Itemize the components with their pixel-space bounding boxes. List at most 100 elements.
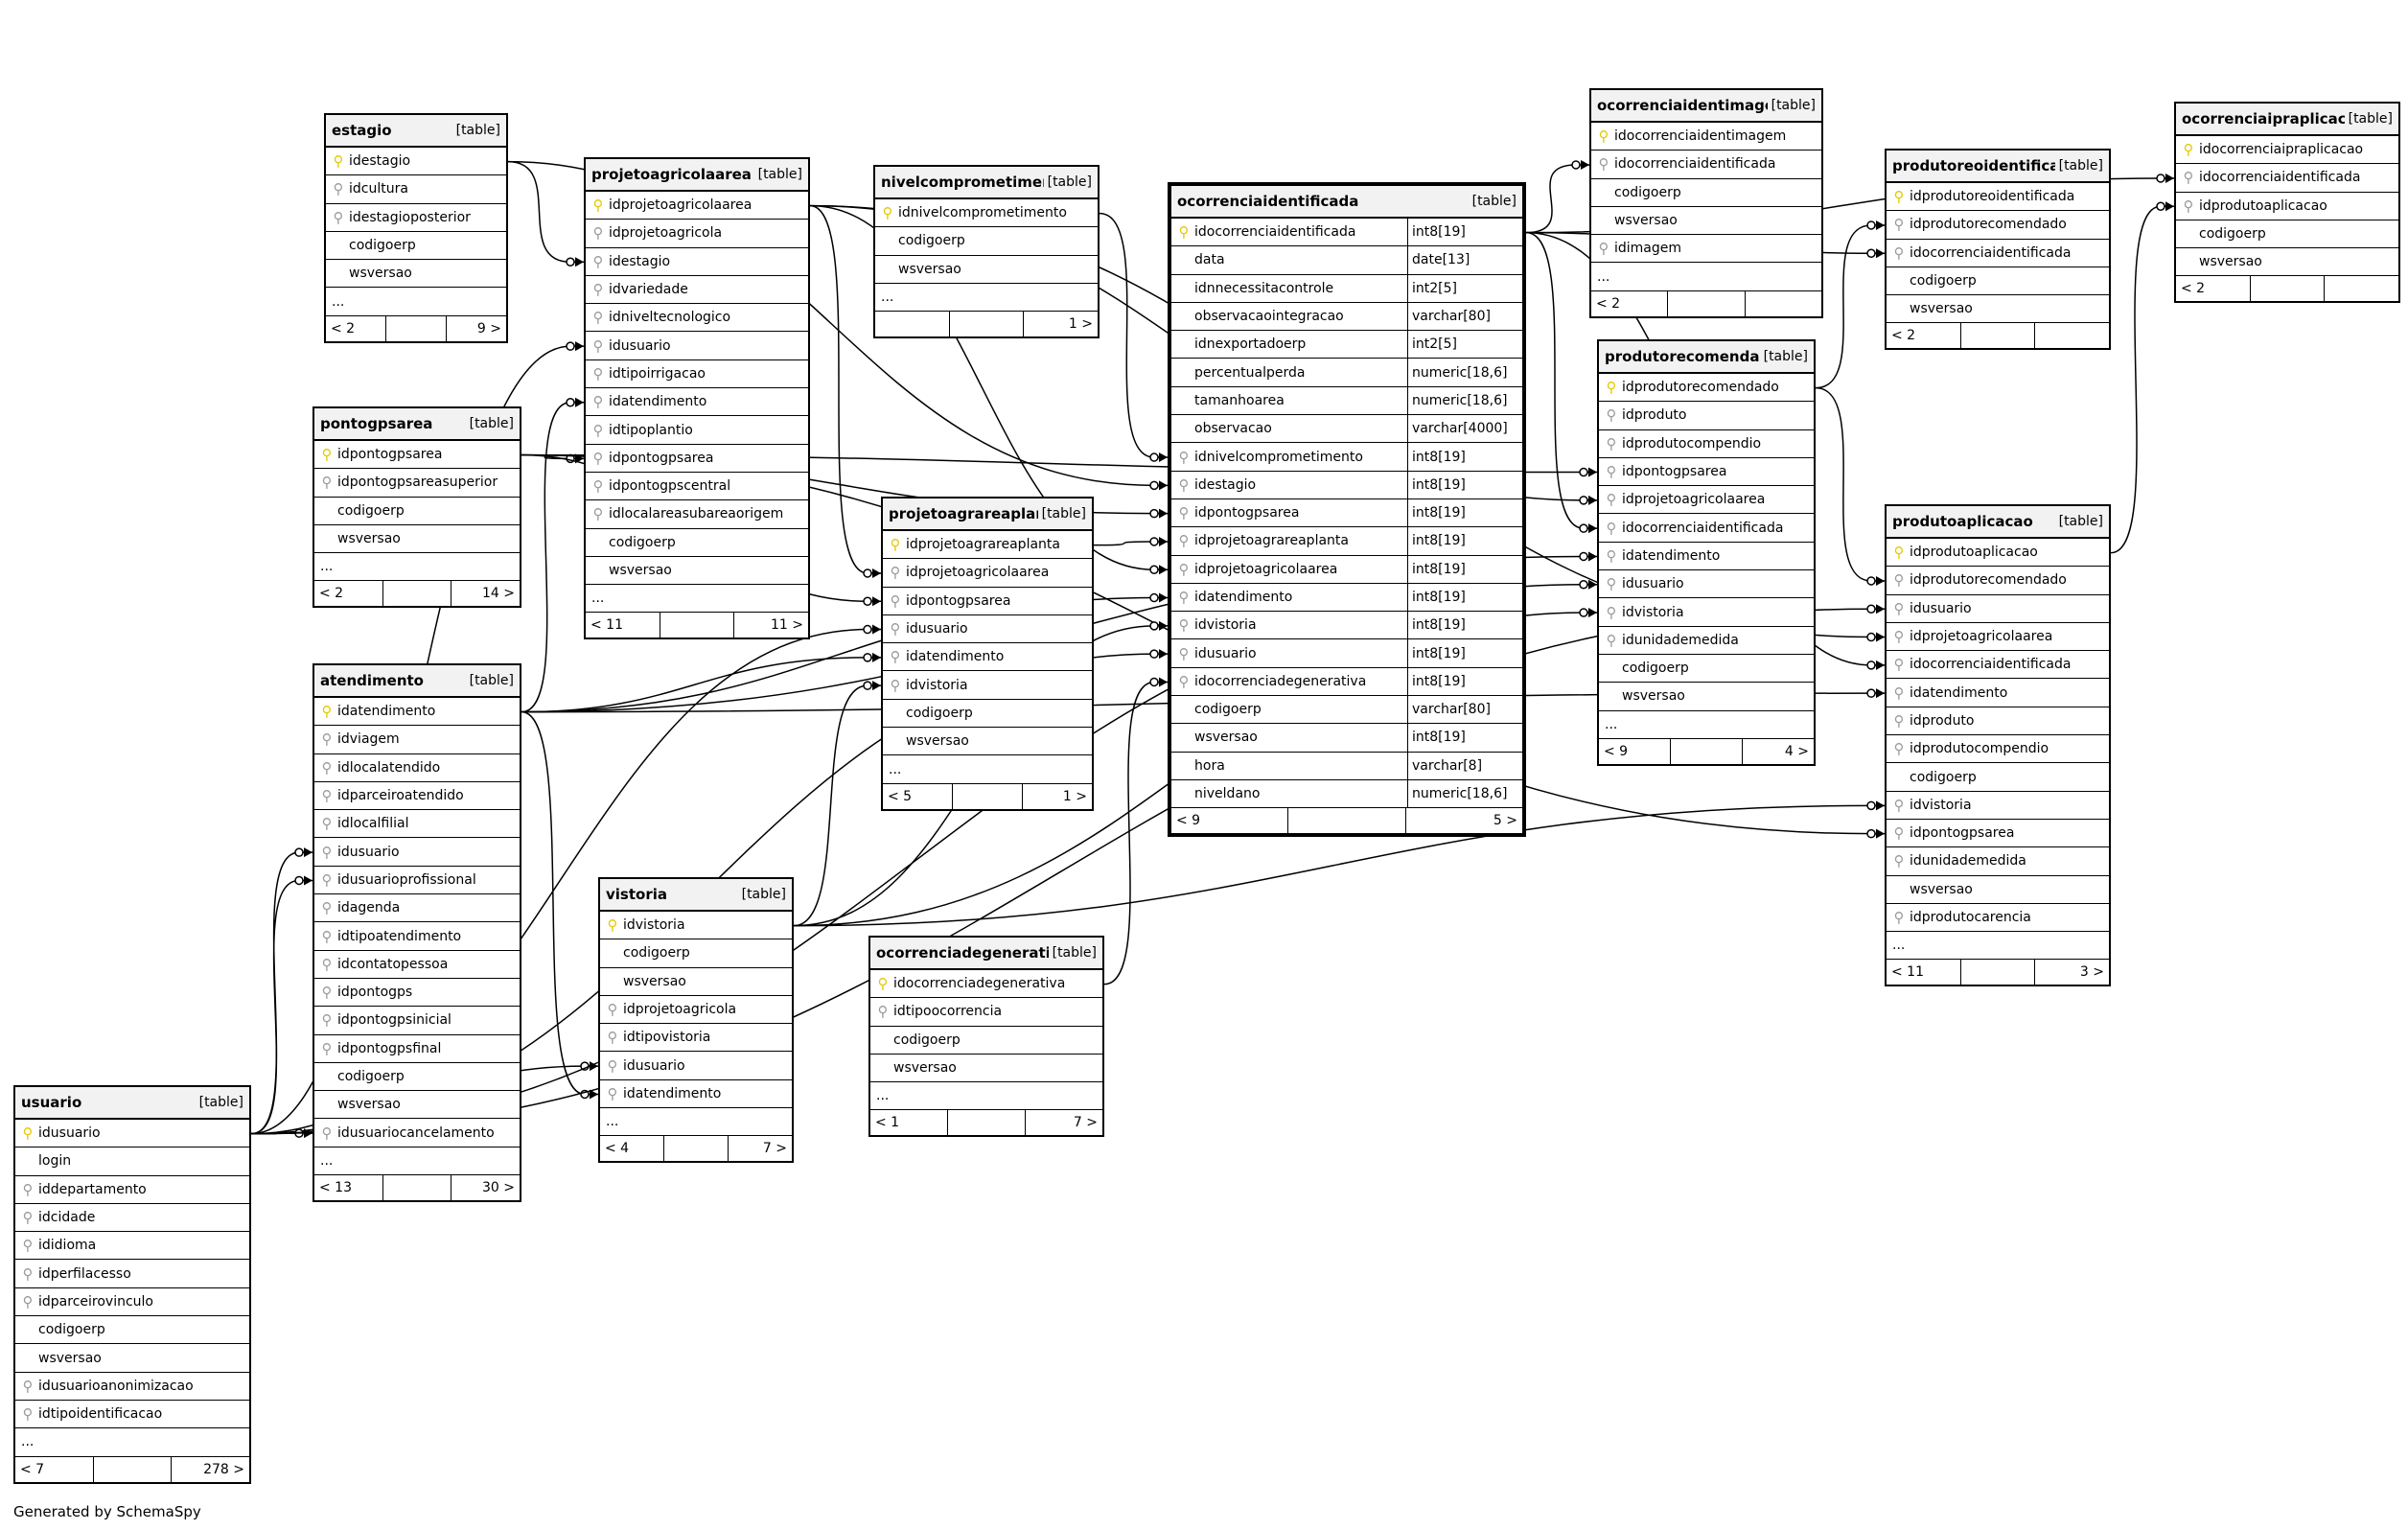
column-row[interactable]: ⚲idatendimento xyxy=(1887,679,2109,707)
column-row[interactable]: ⚲idpontogpscentral xyxy=(586,473,808,501)
column-row[interactable]: ⚲idocorrenciaidentificada xyxy=(1599,514,1814,543)
column-row[interactable]: codigoerp xyxy=(883,700,1092,729)
table-name[interactable]: ocorrenciadegenerativa xyxy=(876,944,1049,962)
table-name[interactable]: produtoaplicacao xyxy=(1892,513,2033,530)
column-row[interactable]: codigoerp xyxy=(1887,763,2109,792)
more-columns[interactable]: ... xyxy=(314,1148,520,1176)
column-row[interactable]: wsversao xyxy=(875,256,1098,284)
column-row[interactable]: ⚲idvistoria xyxy=(600,912,792,940)
children-count[interactable]: 1 > xyxy=(1062,788,1087,804)
more-columns[interactable]: ... xyxy=(1887,932,2109,961)
parents-count[interactable]: < 2 xyxy=(2176,276,2251,302)
column-row[interactable]: ⚲idocorrenciadegenerativa xyxy=(870,970,1102,999)
column-row[interactable]: ⚲idusuarioprofissional xyxy=(314,867,520,895)
column-row[interactable]: wsversao xyxy=(883,728,1092,756)
column-row[interactable]: ⚲idestagio xyxy=(586,248,808,276)
column-row[interactable]: ⚲ididioma xyxy=(15,1232,249,1261)
column-row[interactable]: codigoerp xyxy=(2176,220,2398,249)
column-row[interactable]: ⚲idtipoidentificacao xyxy=(15,1401,249,1429)
table-projetoagrareaplanta[interactable]: projetoagrareaplanta[table]⚲idprojetoagr… xyxy=(881,497,1094,811)
column-row[interactable]: ⚲idpontogpsarea xyxy=(586,445,808,473)
parents-count[interactable]: < 5 xyxy=(883,783,953,809)
column-row[interactable]: ⚲idocorrenciaidentificada xyxy=(1591,151,1821,179)
column-row[interactable]: ⚲idpontogpsarea xyxy=(1599,458,1814,487)
column-row[interactable]: ⚲idatendimento xyxy=(1599,543,1814,571)
column-row[interactable]: ⚲idnivelcomprometimento xyxy=(875,199,1098,228)
column-row[interactable]: ⚲idusuario xyxy=(586,332,808,360)
column-row[interactable]: ⚲idprojetoagricolaarea xyxy=(586,192,808,220)
column-row[interactable]: ⚲idniveltecnologico xyxy=(586,304,808,333)
column-row[interactable]: codigoerp xyxy=(314,498,520,525)
table-name[interactable]: produtorecomendado xyxy=(1605,348,1760,365)
column-row[interactable]: ⚲idprojetoagricolaarea xyxy=(1887,623,2109,652)
column-row[interactable]: wsversao xyxy=(1599,683,1814,711)
column-row[interactable]: ⚲idtipovistoria xyxy=(600,1024,792,1053)
column-row[interactable]: ⚲idusuario xyxy=(883,615,1092,644)
column-row[interactable]: ⚲idprojetoagricolaarea xyxy=(1599,486,1814,515)
children-count[interactable]: 4 > xyxy=(1784,743,1809,759)
parents-count[interactable]: < 2 xyxy=(326,315,386,341)
column-row[interactable]: ⚲idcontatopessoa xyxy=(314,951,520,979)
column-row[interactable]: ⚲idpontogpsarea xyxy=(314,441,520,470)
column-row[interactable]: wsversao xyxy=(870,1055,1102,1083)
column-row[interactable]: codigoerp xyxy=(875,227,1098,256)
column-row[interactable]: wsversao xyxy=(314,1091,520,1120)
column-row[interactable]: ⚲idprodutoaplicacao xyxy=(2176,193,2398,220)
parents-count[interactable]: < 11 xyxy=(586,613,660,638)
column-row[interactable]: ⚲idvistoria xyxy=(883,671,1092,700)
column-row[interactable]: ⚲idocorrenciaidentificada xyxy=(1887,651,2109,680)
table-produtoaplicacao[interactable]: produtoaplicacao[table]⚲idprodutoaplicac… xyxy=(1885,504,2111,987)
table-name[interactable]: ocorrenciaipraplicacao xyxy=(2182,110,2345,128)
column-row[interactable]: ⚲idpontogpsarea xyxy=(883,588,1092,615)
table-name[interactable]: vistoria xyxy=(606,886,667,903)
column-row[interactable]: ⚲idtipoplantio xyxy=(586,416,808,445)
parents-count[interactable]: < 13 xyxy=(314,1175,383,1201)
column-row[interactable]: ⚲idproduto xyxy=(1887,707,2109,736)
table-name[interactable]: atendimento xyxy=(320,672,424,689)
column-row[interactable]: ⚲idvistoria xyxy=(1599,598,1814,627)
column-row[interactable]: wsversao xyxy=(15,1344,249,1373)
column-row[interactable]: ⚲idproduto xyxy=(1599,402,1814,430)
column-row[interactable]: ⚲idvariedade xyxy=(586,276,808,305)
parents-count[interactable]: < 4 xyxy=(600,1136,664,1162)
more-columns[interactable]: ... xyxy=(883,755,1092,784)
column-row[interactable]: ⚲idtipoocorrencia xyxy=(870,998,1102,1027)
column-row[interactable]: ⚲idparceiroatendido xyxy=(314,782,520,811)
column-row[interactable]: ⚲idlocalatendido xyxy=(314,754,520,782)
column-row[interactable]: ⚲idocorrenciaipraplicacao xyxy=(2176,136,2398,165)
column-row[interactable]: ⚲idcultura xyxy=(326,175,506,204)
column-row[interactable]: wsversao xyxy=(586,557,808,586)
parents-count[interactable]: < 9 xyxy=(1599,738,1671,764)
column-row[interactable]: ⚲idagenda xyxy=(314,894,520,923)
children-count[interactable]: 7 > xyxy=(762,1141,787,1157)
more-columns[interactable]: ... xyxy=(875,284,1098,313)
table-name[interactable]: nivelcomprometimento xyxy=(881,174,1044,191)
column-row[interactable]: ⚲idpontogps xyxy=(314,979,520,1008)
column-row[interactable]: ⚲idprodutorecomendado xyxy=(1887,211,2109,240)
children-count[interactable]: 11 > xyxy=(771,617,804,634)
column-row[interactable]: ⚲idimagem xyxy=(1591,235,1821,264)
more-columns[interactable]: ... xyxy=(326,288,506,316)
more-columns[interactable]: ... xyxy=(314,553,520,582)
column-row[interactable]: ⚲idtipoirrigacao xyxy=(586,360,808,389)
column-row[interactable]: ⚲idocorrenciaidentificada xyxy=(1887,240,2109,267)
parents-count[interactable] xyxy=(875,312,950,337)
table-name[interactable]: projetoagrareaplanta xyxy=(889,505,1038,522)
column-row[interactable]: ⚲idprojetoagricola xyxy=(586,220,808,248)
more-columns[interactable]: ... xyxy=(600,1108,792,1137)
table-ocorrenciaidentimagem[interactable]: ocorrenciaidentimagem[table]⚲idocorrenci… xyxy=(1589,88,1823,318)
